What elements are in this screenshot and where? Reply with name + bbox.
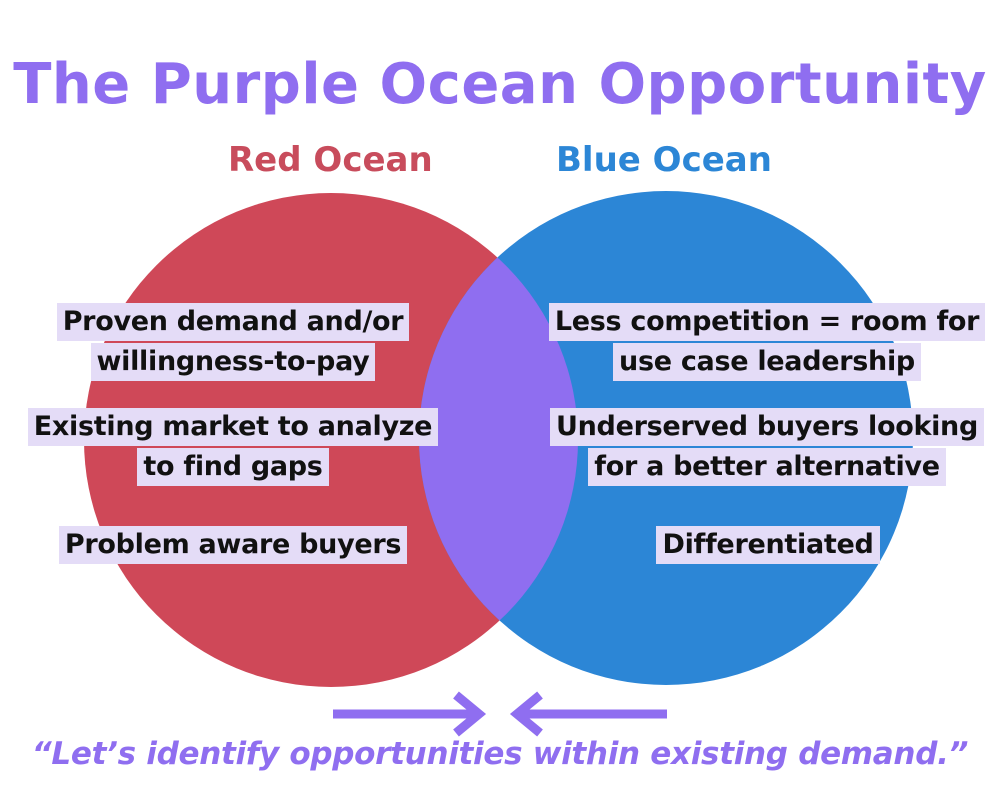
red-point-2: Existing market to analyze to find gaps xyxy=(16,408,450,488)
red-point-3: Problem aware buyers xyxy=(46,526,420,566)
red-point-1: Proven demand and/or willingness-to-pay xyxy=(42,303,424,383)
blue-point-1-line1: Less competition = room for xyxy=(548,303,986,341)
red-point-1-line2: willingness-to-pay xyxy=(90,343,376,381)
tagline-quote: “Let’s identify opportunities within exi… xyxy=(31,736,969,772)
blue-point-2: Underserved buyers looking for a better … xyxy=(536,408,998,488)
red-point-2-line1: Existing market to analyze xyxy=(27,408,439,446)
red-point-1-line1: Proven demand and/or xyxy=(56,303,410,341)
blue-point-2-line2: for a better alternative xyxy=(588,448,946,486)
blue-point-3-line1: Differentiated xyxy=(656,526,880,564)
red-ocean-label: Red Ocean xyxy=(228,140,433,180)
blue-point-2-line1: Underserved buyers looking xyxy=(550,408,984,446)
right-arrow-icon xyxy=(333,691,487,737)
left-arrow-icon xyxy=(509,691,667,737)
red-point-3-line1: Problem aware buyers xyxy=(58,526,408,564)
page-title: The Purple Ocean Opportunity xyxy=(13,52,987,117)
red-point-2-line2: to find gaps xyxy=(137,448,329,486)
purple-ocean-overlap xyxy=(419,193,578,685)
blue-point-1-line2: use case leadership xyxy=(613,343,921,381)
blue-point-1: Less competition = room for use case lea… xyxy=(538,303,996,383)
blue-ocean-label: Blue Ocean xyxy=(556,140,772,180)
blue-point-3: Differentiated xyxy=(652,526,884,566)
